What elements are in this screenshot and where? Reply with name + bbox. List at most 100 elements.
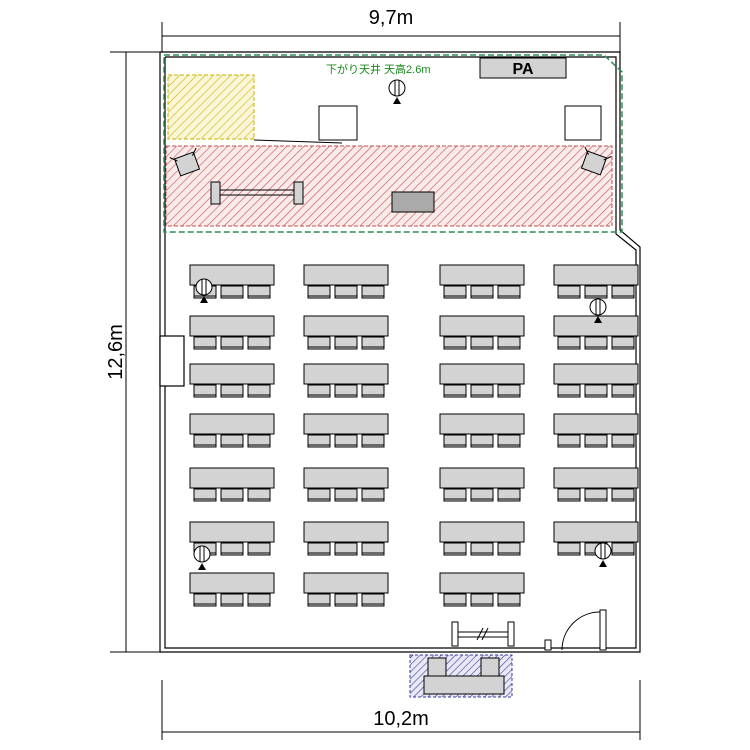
chair	[470, 434, 494, 448]
table-with-chairs	[303, 521, 389, 556]
table	[303, 315, 389, 337]
chair	[557, 336, 581, 350]
table-with-chairs	[303, 363, 389, 398]
chair	[361, 593, 385, 607]
table-with-chairs	[439, 363, 525, 398]
ceiling-note: 下がり天井 天高2.6m	[326, 62, 431, 76]
chair	[361, 336, 385, 350]
chair	[443, 488, 467, 502]
chair	[247, 384, 271, 398]
table	[303, 467, 389, 489]
height-label: 12,6m	[105, 324, 127, 380]
chair	[470, 593, 494, 607]
chair	[443, 593, 467, 607]
table	[439, 363, 525, 385]
table-with-chairs	[303, 413, 389, 448]
bottom-width-label: 10,2m	[373, 708, 429, 730]
table	[439, 413, 525, 435]
chair	[193, 593, 217, 607]
chair	[443, 542, 467, 556]
chair	[584, 384, 608, 398]
table-with-chairs	[439, 521, 525, 556]
chair	[557, 434, 581, 448]
table-with-chairs	[303, 264, 389, 299]
speaker-right	[564, 105, 602, 141]
chair	[193, 336, 217, 350]
table	[189, 467, 275, 489]
reception-area	[409, 654, 513, 698]
table	[303, 264, 389, 286]
chair	[334, 542, 358, 556]
stage-area: PA 下がり天井 天高2.6m	[163, 54, 623, 233]
table-with-chairs	[439, 264, 525, 299]
table	[439, 521, 525, 543]
pa-box	[479, 57, 567, 79]
lectern	[391, 191, 435, 213]
chair	[334, 336, 358, 350]
microphone-stand-icon	[594, 542, 612, 567]
chair	[497, 384, 521, 398]
table-with-chairs	[553, 413, 639, 448]
table-with-chairs	[303, 315, 389, 350]
table-with-chairs	[439, 572, 525, 607]
table-with-chairs	[189, 264, 275, 299]
table	[439, 315, 525, 337]
chair	[220, 488, 244, 502]
chair	[220, 336, 244, 350]
chair	[443, 384, 467, 398]
storage-area	[167, 74, 255, 140]
table-with-chairs	[553, 521, 639, 556]
table-with-chairs	[439, 467, 525, 502]
monitor-speaker-icon	[169, 147, 201, 177]
chair	[334, 488, 358, 502]
seating-area	[189, 264, 639, 607]
table	[439, 264, 525, 286]
table	[189, 572, 275, 594]
table-with-chairs	[553, 315, 639, 350]
table	[553, 413, 639, 435]
chair	[307, 434, 331, 448]
chair	[497, 593, 521, 607]
chair	[443, 434, 467, 448]
table	[303, 363, 389, 385]
chair	[361, 542, 385, 556]
chair	[307, 593, 331, 607]
chair	[307, 542, 331, 556]
chair	[334, 285, 358, 299]
speaker-left	[318, 105, 358, 141]
chair	[220, 593, 244, 607]
chair	[497, 542, 521, 556]
chair	[247, 285, 271, 299]
chair	[247, 488, 271, 502]
table-with-chairs	[439, 315, 525, 350]
chair	[220, 285, 244, 299]
table	[189, 363, 275, 385]
dimension-lines	[110, 22, 641, 740]
table-with-chairs	[553, 363, 639, 398]
equipment-rack	[451, 621, 515, 647]
chair	[611, 434, 635, 448]
table	[553, 467, 639, 489]
chair	[193, 384, 217, 398]
chair	[557, 384, 581, 398]
door-swing-icon	[544, 609, 607, 651]
table-with-chairs	[189, 315, 275, 350]
table-with-chairs	[189, 467, 275, 502]
chair	[470, 488, 494, 502]
chair	[307, 384, 331, 398]
chair	[557, 488, 581, 502]
chair	[247, 336, 271, 350]
chair	[611, 488, 635, 502]
table-with-chairs	[189, 572, 275, 607]
table	[439, 572, 525, 594]
table-with-chairs	[553, 467, 639, 502]
chair	[307, 488, 331, 502]
chair	[307, 336, 331, 350]
chair	[220, 434, 244, 448]
chair	[443, 336, 467, 350]
chair	[361, 384, 385, 398]
chair	[193, 434, 217, 448]
chair	[470, 384, 494, 398]
chair	[361, 488, 385, 502]
